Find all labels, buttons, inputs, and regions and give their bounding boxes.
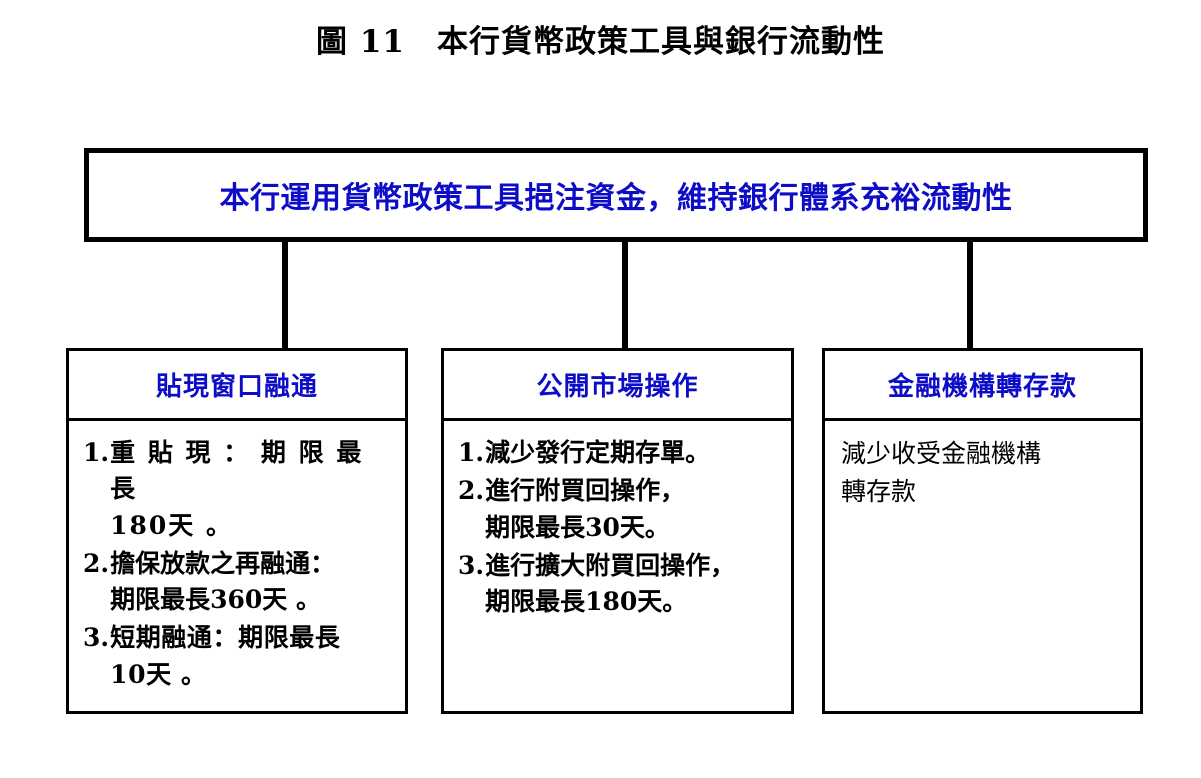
list-item-number: 3. xyxy=(83,623,110,653)
column-body-redeposits: 減少收受金融機構 轉存款 xyxy=(825,421,1140,711)
list-item: 3. 進行擴大附買回操作， 期限最長180天。 xyxy=(458,548,781,621)
list-item-text: 進行擴大附買回操作， 期限最長180天。 xyxy=(485,550,736,616)
column-paragraph-redeposits: 減少收受金融機構 轉存款 xyxy=(841,439,1042,506)
list-item-number: 1. xyxy=(458,438,485,467)
connector-to-open-market xyxy=(622,240,628,350)
figure-title: 圖 11 本行貨幣政策工具與銀行流動性 xyxy=(316,24,885,60)
column-box-redeposits: 金融機構轉存款 減少收受金融機構 轉存款 xyxy=(822,348,1143,714)
column-body-open-market: 1. 減少發行定期存單。 2. 進行附買回操作， 期限最長30天。 3. 進行擴… xyxy=(444,421,791,711)
list-item-number: 3. xyxy=(458,550,485,580)
connector-to-discount-window xyxy=(282,240,288,350)
list-item-number: 1. xyxy=(83,438,110,467)
list-item-text: 減少發行定期存單。 xyxy=(485,438,711,467)
list-item: 1. 減少發行定期存單。 xyxy=(458,435,781,471)
list-item-text: 擔保放款之再融通： 期限最長360天 。 xyxy=(110,548,336,614)
list-item: 1. 重 貼 現 ： 期 限 最 長 180天 。 xyxy=(83,435,395,544)
banner-box: 本行運用貨幣政策工具挹注資金，維持銀行體系充裕流動性 xyxy=(84,148,1148,242)
connector-to-redeposits xyxy=(967,240,973,350)
column-box-discount-window: 貼現窗口融通 1. 重 貼 現 ： 期 限 最 長 180天 。 2. 擔保放款… xyxy=(66,348,408,714)
column-header-open-market: 公開市場操作 xyxy=(444,351,791,421)
list-item-text: 進行附買回操作， 期限最長30天。 xyxy=(485,476,686,542)
column-header-discount-window: 貼現窗口融通 xyxy=(69,351,405,421)
list-item: 3. 短期融通：期限最長 10天 。 xyxy=(83,620,395,693)
list-item: 2. 進行附買回操作， 期限最長30天。 xyxy=(458,473,781,546)
list-item: 2. 擔保放款之再融通： 期限最長360天 。 xyxy=(83,546,395,619)
column-box-open-market: 公開市場操作 1. 減少發行定期存單。 2. 進行附買回操作， 期限最長30天。… xyxy=(441,348,794,714)
column-body-discount-window: 1. 重 貼 現 ： 期 限 最 長 180天 。 2. 擔保放款之再融通： 期… xyxy=(69,421,405,711)
list-item-text: 重 貼 現 ： 期 限 最 長 180天 。 xyxy=(110,438,364,540)
column-header-redeposits: 金融機構轉存款 xyxy=(825,351,1140,421)
list-item-number: 2. xyxy=(83,548,110,578)
list-item-number: 2. xyxy=(458,476,485,506)
banner-text: 本行運用貨幣政策工具挹注資金，維持銀行體系充裕流動性 xyxy=(219,181,1013,216)
list-item-text: 短期融通：期限最長 10天 。 xyxy=(110,623,341,689)
